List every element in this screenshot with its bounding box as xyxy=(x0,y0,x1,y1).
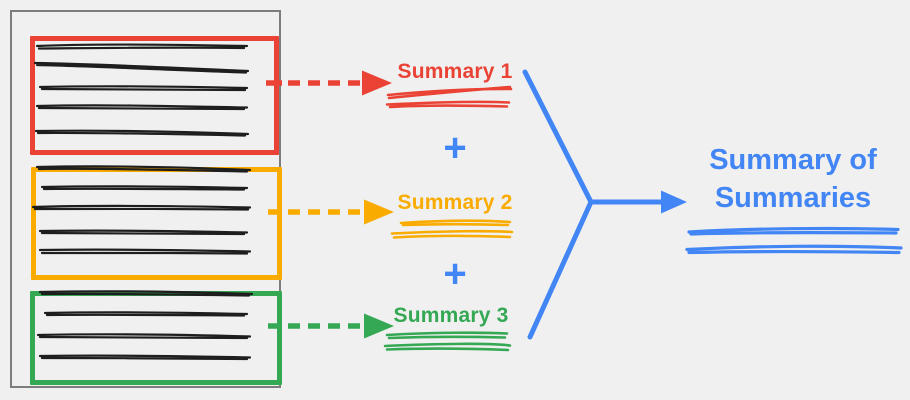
plus-operator-1: + xyxy=(443,125,467,170)
plus-operator-2: + xyxy=(443,251,467,296)
document-chunk-3-box xyxy=(30,291,282,385)
summary-2-label: Summary 2 xyxy=(397,191,513,214)
summary-3-scribble xyxy=(383,331,512,352)
summary-2-scribble xyxy=(390,219,514,239)
final-summary-scribble xyxy=(685,226,903,255)
final-summary-label: Summary of Summaries xyxy=(709,144,877,214)
summary-3-label: Summary 3 xyxy=(393,304,509,327)
document-chunk-2-box xyxy=(31,167,282,280)
reduce-merge-arrow xyxy=(522,69,687,340)
summary-1-label: Summary 1 xyxy=(397,60,513,83)
summary-1-scribble xyxy=(385,85,513,109)
source-document-box xyxy=(10,10,282,388)
map-arrow-chunk-1 xyxy=(266,70,392,96)
document-chunk-1-box xyxy=(30,36,279,155)
